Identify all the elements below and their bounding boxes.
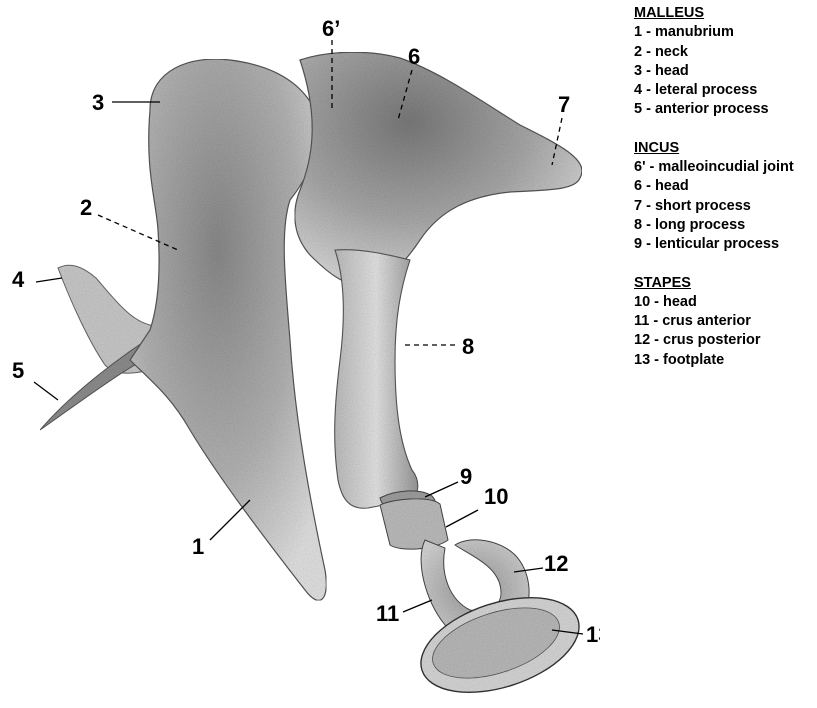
label-8: 8 [462,334,474,359]
legend-item: 8 - long process [634,216,814,235]
legend-heading-stapes: STAPES [634,274,814,293]
legend-item: 10 - head [634,293,814,312]
legend-item: 2 - neck [634,43,814,62]
label-13: 13 [586,622,600,647]
stapes-head [380,499,448,549]
legend-item: 1 - manubrium [634,23,814,42]
legend-malleus: MALLEUS 1 - manubrium 2 - neck 3 - head … [634,4,814,120]
legend: MALLEUS 1 - manubrium 2 - neck 3 - head … [634,4,814,370]
legend-item: 6 - head [634,177,814,196]
label-3: 3 [92,90,104,115]
label-6: 6 [408,44,420,69]
label-11: 11 [376,601,399,626]
legend-item: 7 - short process [634,197,814,216]
legend-item: 13 - footplate [634,351,814,370]
legend-item: 5 - anterior process [634,100,814,119]
leader-5 [34,382,58,400]
malleus-body [130,59,326,600]
label-1: 1 [192,534,204,559]
label-10: 10 [484,484,508,509]
label-12: 12 [544,551,568,576]
legend-item: 11 - crus anterior [634,312,814,331]
label-2: 2 [80,195,92,220]
leader-11 [403,600,432,612]
ossicle-drawing: 3 2 4 5 6’ 6 7 8 1 9 10 11 12 13 [0,0,600,708]
incus [295,52,582,518]
legend-item: 3 - head [634,62,814,81]
malleus [40,59,326,600]
leader-10 [446,510,478,527]
label-4: 4 [12,267,25,292]
legend-item: 6' - malleoincudial joint [634,158,814,177]
legend-item: 9 - lenticular process [634,235,814,254]
stapes [380,499,591,708]
legend-item: 4 - leteral process [634,81,814,100]
legend-stapes: STAPES 10 - head 11 - crus anterior 12 -… [634,274,814,370]
leader-1 [210,500,250,540]
legend-heading-incus: INCUS [634,139,814,158]
legend-incus: INCUS 6' - malleoincudial joint 6 - head… [634,139,814,255]
leader-4 [36,278,62,282]
label-6prime: 6’ [322,16,340,41]
label-5: 5 [12,358,24,383]
legend-heading-malleus: MALLEUS [634,4,814,23]
leader-9 [425,482,458,497]
label-7: 7 [558,92,570,117]
label-9: 9 [460,464,472,489]
incus-long-process [335,250,418,509]
legend-item: 12 - crus posterior [634,331,814,350]
